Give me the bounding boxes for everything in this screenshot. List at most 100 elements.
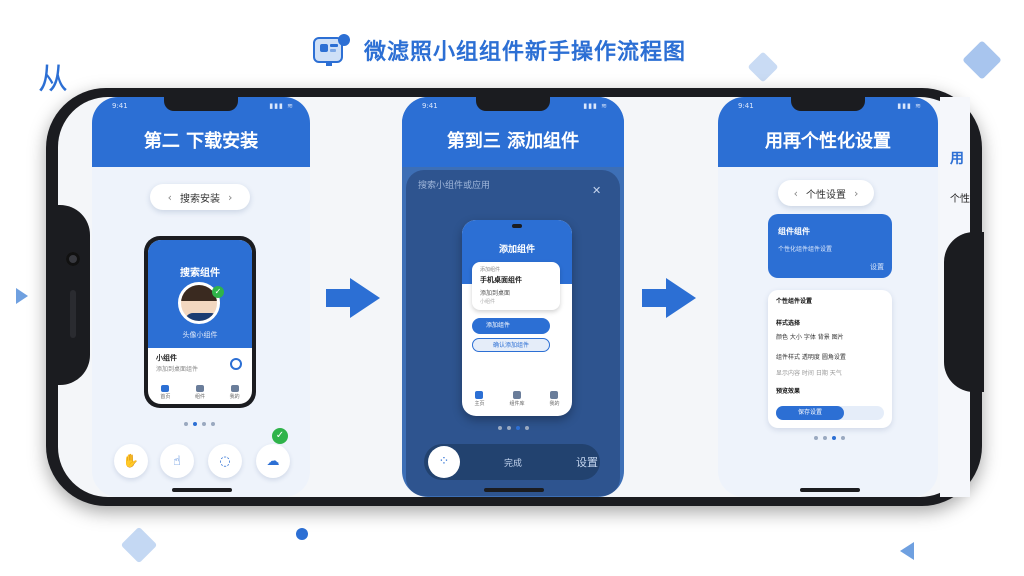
widget-search[interactable]: 搜索小组件或应用 <box>418 181 491 191</box>
confirm-add-button[interactable]: 确认添加组件 <box>472 338 550 352</box>
panel-header: 9:41 ▮▮▮ ≋ 第到三 添加组件 <box>402 97 624 167</box>
step-panel-add-widget: 9:41 ▮▮▮ ≋ 第到三 添加组件 <box>402 97 624 497</box>
status-time: 9:41 <box>422 102 438 110</box>
check-icon: ✓ <box>212 286 224 298</box>
home-icon <box>161 384 170 392</box>
home-indicator <box>172 488 232 492</box>
grid-icon[interactable]: ⁘ <box>428 446 460 478</box>
cloud-icon[interactable]: ☁ <box>256 444 290 478</box>
card-nav: 主页 组件库 我的 <box>462 386 572 412</box>
page-dots <box>814 436 845 440</box>
close-icon[interactable]: ✕ <box>592 184 602 197</box>
settings-row[interactable]: 显示内容 时间 日期 天气 <box>776 370 842 377</box>
sparkle-icon <box>962 40 1002 80</box>
next-arrow-icon <box>326 278 382 318</box>
nav-me[interactable]: 我的 <box>230 384 240 400</box>
chevron-left-icon: ‹ <box>793 186 798 200</box>
pill-label: 个性设置 <box>806 189 846 201</box>
partial-text: 个性 <box>950 194 970 205</box>
status-time: 9:41 <box>112 102 128 110</box>
settings-action[interactable]: 设置 <box>576 456 598 469</box>
sparkle-icon <box>747 51 779 83</box>
step-title: 用再个性化设置 <box>765 131 891 152</box>
home-icon <box>475 391 484 399</box>
widget-logo-icon <box>313 34 350 66</box>
hand-icon[interactable]: ✋ <box>114 444 148 478</box>
preview-caption: 添加组件 <box>480 267 501 273</box>
search-install-pill[interactable]: ‹ 搜索安装 › <box>150 184 250 210</box>
mini-nav: 首页 组件 我的 <box>148 380 252 404</box>
mini-name: 头像小组件 <box>182 331 218 339</box>
card-title: 添加组件 <box>498 245 535 255</box>
mini-header: 搜索组件 ✓ 头像小组件 <box>148 240 252 348</box>
add-widget-button[interactable]: 添加组件 <box>472 318 550 334</box>
partial-title: 用 <box>950 151 964 167</box>
panel-notch <box>791 97 865 111</box>
corner-glyph: 从 <box>38 62 68 97</box>
page-dots <box>498 426 529 430</box>
speaker <box>70 290 76 338</box>
pill-label: 搜索安装 <box>180 193 220 205</box>
home-indicator <box>800 488 860 492</box>
mini-title: 搜索组件 <box>180 268 220 279</box>
nav-library[interactable]: 组件库 <box>509 391 525 407</box>
header: 微滤照小组组件新手操作流程图 <box>312 30 686 70</box>
mini-sub: 小组件 <box>156 354 177 362</box>
settings-row[interactable]: 颜色 大小 字体 背景 图片 <box>776 334 844 341</box>
nav-widgets[interactable]: 组件 <box>195 384 205 400</box>
triangle-icon <box>16 288 28 304</box>
preview-title: 手机桌面组件 <box>480 276 522 284</box>
card-title: 组件组件 <box>778 227 810 236</box>
widget-style-card[interactable]: 组件组件 个性化组件组件设置 设置 <box>768 214 892 278</box>
mini-sub2: 添加到桌面组件 <box>156 366 199 373</box>
settings-list-card: 个性组件设置 样式选择 颜色 大小 字体 背景 图片 组件样式 透明度 圆角设置… <box>768 290 892 428</box>
done-action[interactable]: 完成 <box>504 459 523 469</box>
panel-header: 9:41 ▮▮▮ ≋ 用再个性化设置 <box>718 97 938 167</box>
status-signal-icon: ▮▮▮ ≋ <box>897 102 922 110</box>
phone-notch <box>46 205 90 385</box>
settings-row[interactable]: 预览效果 <box>776 388 801 395</box>
avatar-body <box>185 313 217 321</box>
step-title: 第二 下载安装 <box>143 131 259 152</box>
toggle-icon[interactable] <box>230 358 242 370</box>
settings-row[interactable]: 组件样式 透明度 圆角设置 <box>776 354 846 361</box>
chevron-right-icon: › <box>854 186 859 200</box>
settings-row[interactable]: 样式选择 <box>776 320 801 327</box>
settings-icon[interactable]: 设置 <box>870 263 884 271</box>
page-title: 微滤照小组组件新手操作流程图 <box>364 40 687 65</box>
panel-notch <box>476 97 550 111</box>
nav-me[interactable]: 我的 <box>549 391 560 407</box>
sparkle-icon <box>120 526 158 564</box>
card-subtitle: 个性化组件组件设置 <box>778 246 833 253</box>
preview-option[interactable]: 添加到桌面 <box>480 290 511 297</box>
add-widget-card: 添加组件 添加组件 手机桌面组件 添加到桌面 小组件 添加组件 确认添加组件 主… <box>462 220 572 416</box>
page-dots <box>184 422 215 426</box>
dot-icon <box>296 528 308 540</box>
touch-icon[interactable]: ☝ <box>160 444 194 478</box>
panel-header: 9:41 ▮▮▮ ≋ 第二 下载安装 <box>92 97 310 167</box>
save-button[interactable]: 保存设置 <box>776 406 844 420</box>
user-icon <box>230 384 239 392</box>
status-signal-icon: ▮▮▮ ≋ <box>583 102 608 110</box>
step-title: 第到三 添加组件 <box>446 131 580 152</box>
status-time: 9:41 <box>738 102 754 110</box>
chevron-left-icon: ‹ <box>167 190 172 204</box>
home-indicator <box>484 488 544 492</box>
nav-home[interactable]: 首页 <box>160 384 170 400</box>
camera-icon <box>66 252 80 266</box>
card-notch <box>512 224 522 228</box>
mini-phone-screen: 搜索组件 ✓ 头像小组件 小组件 添加到桌面组件 首页 组件 我的 <box>148 240 252 404</box>
preview-note: 小组件 <box>480 299 496 305</box>
confirm-icon: ✓ <box>272 428 288 444</box>
settings-heading: 个性组件设置 <box>776 298 813 305</box>
widget-icon <box>195 384 204 392</box>
ear-icon[interactable]: ◌ <box>208 444 242 478</box>
panel-notch <box>164 97 238 111</box>
user-icon <box>550 391 559 399</box>
avatar-hair <box>181 285 217 301</box>
phone-side-notch <box>944 232 984 392</box>
personal-settings-pill[interactable]: ‹ 个性设置 › <box>778 180 874 206</box>
nav-home[interactable]: 主页 <box>474 391 485 407</box>
next-arrow-icon <box>642 278 698 318</box>
